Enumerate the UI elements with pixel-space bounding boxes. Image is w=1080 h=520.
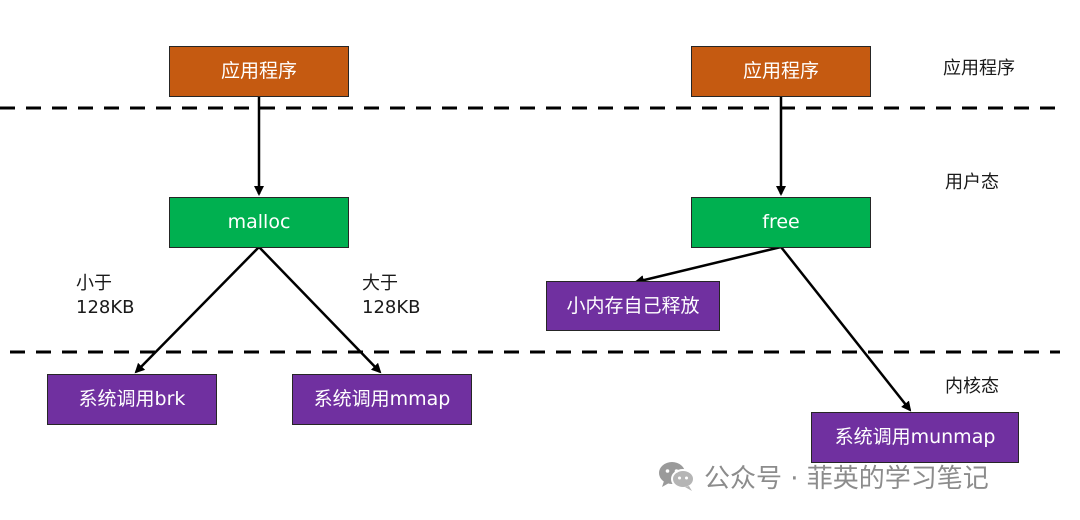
brk-box: 系统调用brk [47,374,217,425]
app-box-left-label: 应用程序 [220,60,297,82]
free-box: free [691,197,871,248]
condition-large-line1: 大于 [362,273,398,294]
wechat-icon [659,462,695,491]
condition-small: 小于 128KB [76,272,135,320]
layer-label-kernel: 内核态 [945,376,999,397]
munmap-box: 系统调用munmap [811,412,1019,463]
mmap-box: 系统调用mmap [292,374,472,425]
condition-large: 大于 128KB [362,272,421,320]
watermark-text: 公众号 · 菲英的学习笔记 [704,463,989,494]
condition-small-line1: 小于 [76,273,112,294]
app-box-left: 应用程序 [169,46,349,97]
layer-label-user: 用户态 [945,172,999,193]
brk-box-label: 系统调用brk [78,388,186,410]
arrow-free-to-munmap [780,246,912,412]
free-box-label: free [762,211,800,233]
layer-label-app: 应用程序 [943,58,1015,79]
arrow-malloc-to-mmap [258,246,382,374]
mmap-box-label: 系统调用mmap [313,388,451,410]
malloc-box-label: malloc [227,211,291,233]
malloc-box: malloc [169,197,349,248]
self-free-box-label: 小内存自己释放 [566,294,700,317]
arrow-free-to-self-free [634,245,782,285]
self-free-box: 小内存自己释放 [546,281,720,331]
app-box-right: 应用程序 [691,46,871,97]
condition-small-line2: 128KB [76,297,135,318]
condition-large-line2: 128KB [362,297,421,318]
arrow-malloc-to-brk [134,246,260,374]
watermark: 公众号 · 菲英的学习笔记 [658,456,989,496]
app-box-right-label: 应用程序 [742,60,819,82]
munmap-box-label: 系统调用munmap [834,426,996,448]
